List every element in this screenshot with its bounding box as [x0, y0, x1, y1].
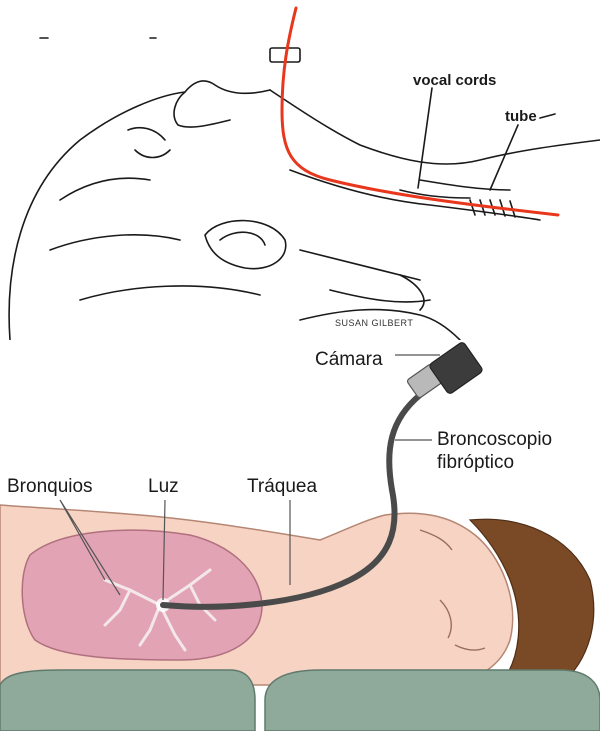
bronchoscopy-illustration-panel: Cámara Broncoscopio fibróptico Bronquios… — [0, 340, 600, 731]
artist-credit: SUSAN GILBERT — [335, 318, 413, 328]
camera-device — [406, 341, 483, 398]
intubation-line-drawing: vocal cords tube SUSAN GILBERT — [0, 0, 600, 340]
eye — [128, 128, 165, 140]
camera-label: Cámara — [315, 348, 383, 371]
bronchoscope-label-line2: fibróptico — [437, 451, 514, 474]
face-profile — [174, 92, 230, 127]
bronchi-label: Bronquios — [7, 475, 93, 498]
airway-wall — [290, 170, 540, 220]
ear — [205, 221, 286, 269]
bronchoscopy-illustration — [0, 340, 600, 731]
trachea-label: Tráquea — [247, 475, 317, 498]
pillow-body — [0, 670, 255, 731]
light-label: Luz — [148, 475, 179, 498]
tube-leader — [490, 125, 518, 190]
bronchoscope-label-line1: Broncoscopio — [437, 428, 552, 451]
tube-label: tube — [505, 108, 537, 125]
head-outline — [9, 81, 270, 340]
neck-outline — [270, 90, 600, 164]
pillow-head — [265, 670, 600, 731]
vocal-cords-label: vocal cords — [413, 72, 496, 89]
vocal-cords-leader — [418, 88, 432, 188]
intubation-illustration — [0, 0, 600, 340]
